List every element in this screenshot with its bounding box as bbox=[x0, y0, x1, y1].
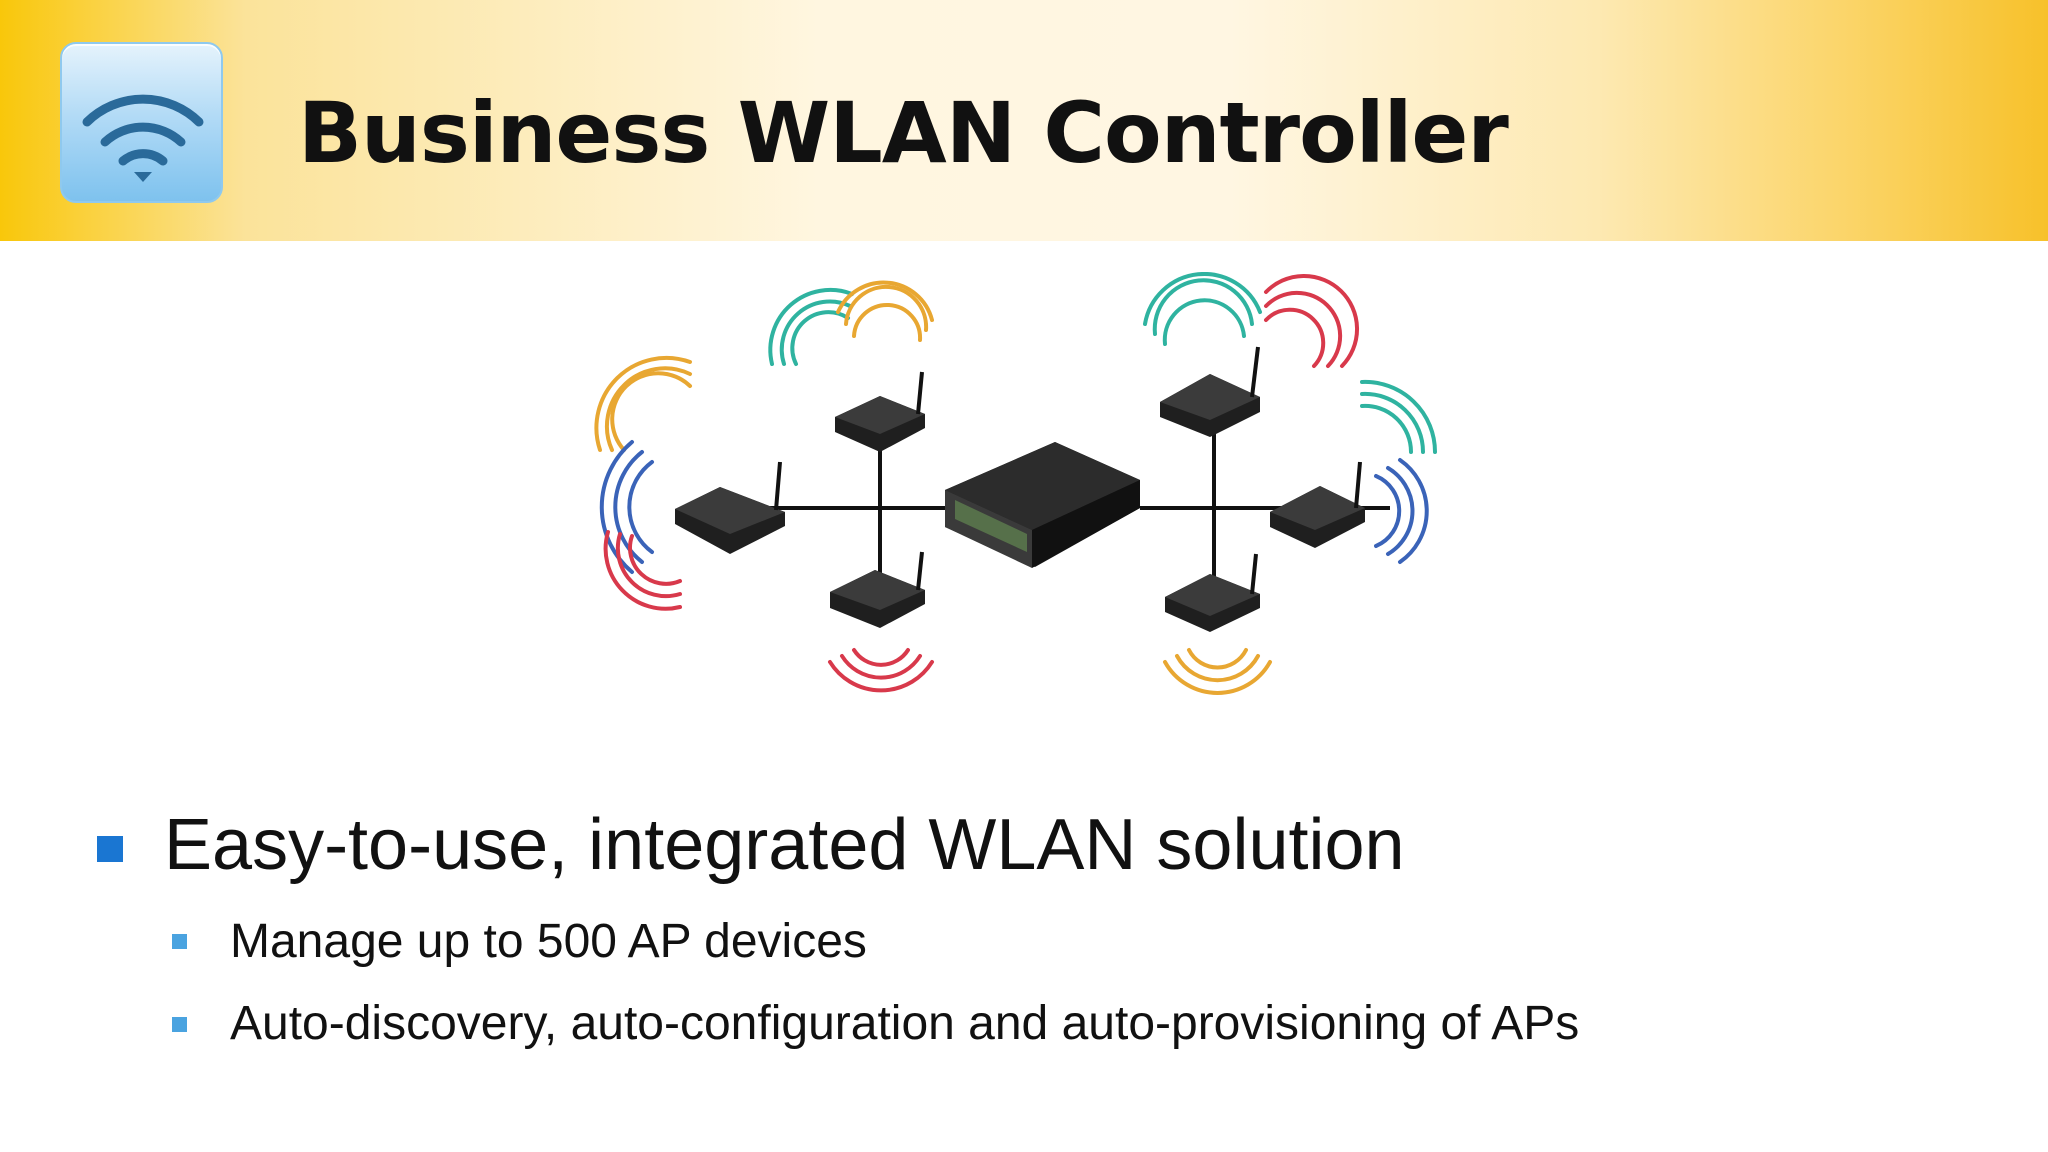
controller-device bbox=[945, 442, 1140, 568]
access-point-bottom-right bbox=[1165, 553, 1260, 632]
access-point-top-left bbox=[835, 371, 925, 452]
bullet-square-small-icon bbox=[172, 1017, 187, 1032]
bullet-square-icon bbox=[97, 836, 123, 862]
access-point-mid-left bbox=[675, 461, 785, 554]
bullet-sub-2: Auto-discovery, auto-configuration and a… bbox=[230, 997, 1580, 1050]
wlan-network-diagram bbox=[594, 272, 1438, 695]
slide-header: Business WLAN Controller bbox=[0, 0, 2048, 241]
access-point-bottom-left bbox=[830, 551, 925, 628]
page-title: Business WLAN Controller bbox=[298, 84, 1509, 182]
bullet-main: Easy-to-use, integrated WLAN solution bbox=[164, 805, 1405, 885]
wifi-icon bbox=[82, 94, 204, 182]
app-icon bbox=[60, 42, 223, 203]
signal-waves bbox=[594, 272, 1438, 695]
bullet-sub-1: Manage up to 500 AP devices bbox=[230, 915, 867, 968]
access-point-top-right bbox=[1160, 346, 1260, 437]
access-point-mid-right bbox=[1270, 461, 1365, 548]
bullet-square-small-icon bbox=[172, 934, 187, 949]
